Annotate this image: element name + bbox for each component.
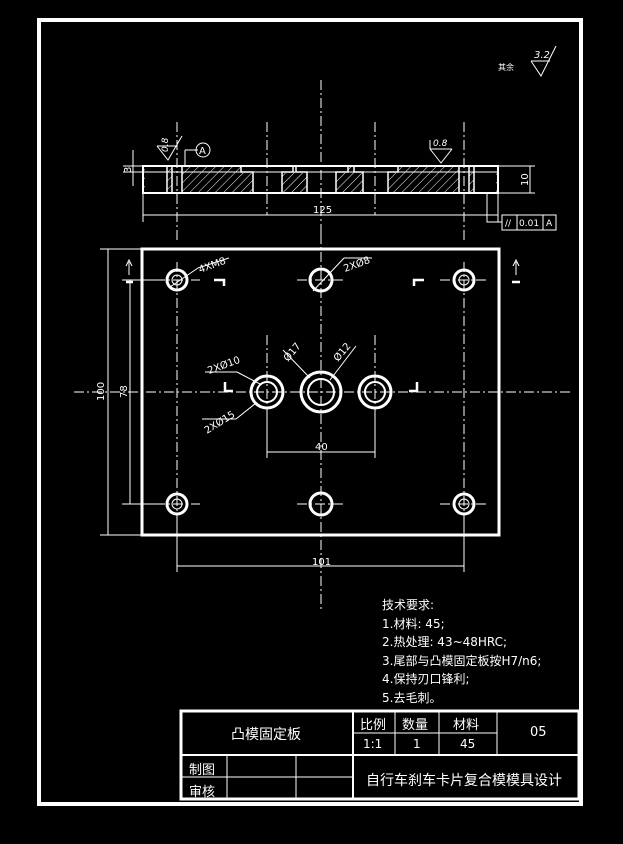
tolerance-value: 0.01 <box>519 219 539 229</box>
label-center-inner: Ø12 <box>331 340 353 364</box>
dim-width-holes: 78 <box>119 385 130 398</box>
scale-label: 比例 <box>360 718 387 733</box>
qty-value: 1 <box>413 737 421 751</box>
roughness-rest-label: 其余 <box>498 62 514 72</box>
material-value: 45 <box>460 737 476 751</box>
plan-view <box>74 234 570 612</box>
bore-left-inner <box>256 381 278 403</box>
screw-hole-top-left <box>165 268 189 292</box>
title-block-grid <box>179 709 581 801</box>
part-name: 凸模固定板 <box>231 727 301 743</box>
technical-requirements: 技术要求: 1.材料: 45; 2.热处理: 43~48HRC; 3.尾部与凸模… <box>382 596 541 707</box>
drawing-border <box>37 18 583 806</box>
project-title: 自行车刹车卡片复合模模具设计 <box>366 773 562 789</box>
note-item: 5.去毛刺。 <box>382 690 442 705</box>
note-item: 3.尾部与凸模固定板按H7/n6; <box>382 653 542 668</box>
roughness-top-left: 0.8 <box>161 137 171 152</box>
screw-hole-top-right <box>452 268 476 292</box>
drawn-by-label: 制图 <box>189 763 216 778</box>
dim-length-side: 125 <box>313 205 332 216</box>
label-pin-holes: 2XØ8 <box>342 254 372 275</box>
scale-value: 1:1 <box>363 737 383 751</box>
dim-thickness: 10 <box>520 173 531 186</box>
dim-width-total: 100 <box>96 382 107 401</box>
note-item: 2.热处理: 43~48HRC; <box>382 635 508 649</box>
note-item: 1.材料: 45; <box>382 616 445 631</box>
note-item: 4.保持刃口锋利; <box>382 672 470 686</box>
pin-hole-top <box>308 267 334 293</box>
dim-center-span: 40 <box>315 442 328 453</box>
roughness-top-right: 0.8 <box>433 139 448 149</box>
drawing-number: 05 <box>530 725 547 740</box>
tolerance-symbol: // <box>505 219 512 229</box>
bore-center-inner <box>307 378 335 406</box>
roughness-rest-symbol <box>530 45 557 77</box>
screw-hole-bottom-right <box>452 492 476 516</box>
qty-label: 数量 <box>402 718 429 733</box>
label-small-bore: 2XØ10 <box>206 354 242 377</box>
label-large-bore: 2XØ15 <box>202 408 237 436</box>
datum-circle <box>195 142 211 158</box>
bore-center-outer <box>299 370 343 414</box>
bore-right-inner <box>364 381 386 403</box>
datum-label: A <box>199 146 206 157</box>
tolerance-frame <box>501 214 557 231</box>
checked-by-label: 审核 <box>189 785 216 800</box>
tolerance-datum: A <box>546 219 553 229</box>
dim-thickness-small: 3 <box>123 167 134 173</box>
pin-hole-bottom <box>308 491 334 517</box>
roughness-rest-value: 3.2 <box>534 50 550 61</box>
label-screw-holes: 4XM8 <box>197 256 227 276</box>
notes-title: 技术要求: <box>382 598 435 612</box>
screw-hole-bottom-left <box>165 492 189 516</box>
dim-hole-span: 101 <box>312 557 331 568</box>
section-view <box>123 80 557 240</box>
material-label: 材料 <box>453 718 480 733</box>
